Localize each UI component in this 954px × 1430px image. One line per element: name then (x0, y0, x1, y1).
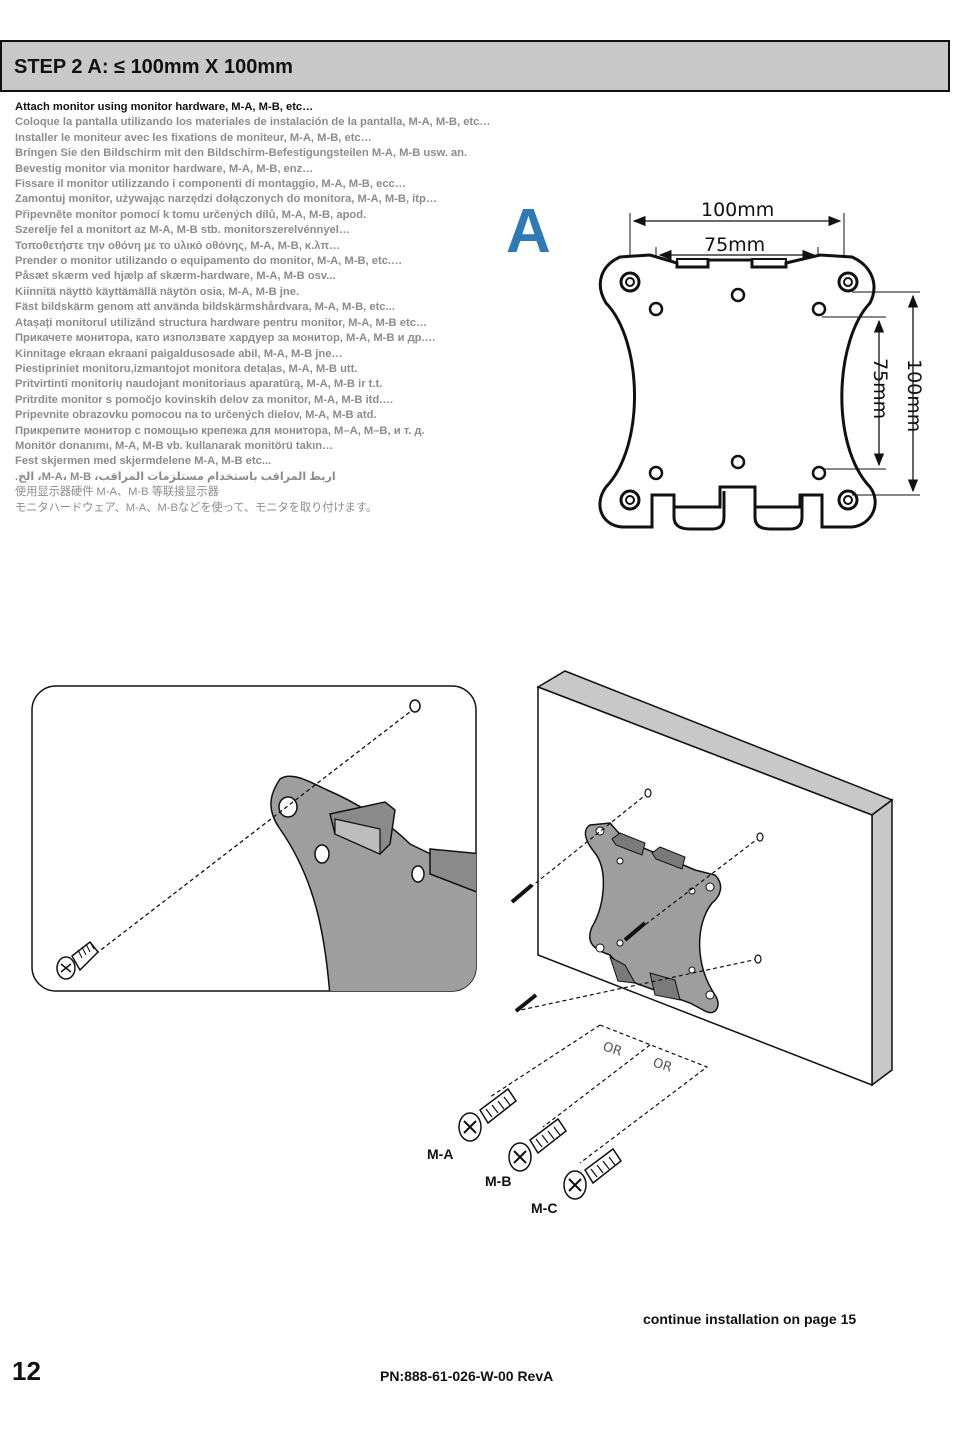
instruction-line: Szerelje fel a monitort az M-A, M-B stb.… (15, 224, 351, 237)
instruction-line: Připevněte monitor pomocí k tomu určenýc… (15, 208, 367, 221)
instruction-line: Påsæt skærm ved hjælp af skærm-hardware,… (15, 270, 336, 283)
instruction-line: Kinnitage ekraan ekraani paigaldusosade … (15, 347, 343, 360)
screw-m-c-icon (563, 1147, 623, 1200)
instruction-line: Atașați monitorul utilizând structura ha… (15, 316, 428, 329)
instruction-line: Pritrdite monitor s pomočjo kovinskih de… (15, 393, 394, 406)
instruction-line: モニタハードウェア、M-A、M-Bなどを使って、モニタを取り付けます。 (15, 501, 378, 514)
instruction-line: Fissare il monitor utilizzando i compone… (15, 178, 406, 191)
instruction-line: 使用显示器硬件 M-A、M-B 等联接显示器 (15, 486, 219, 499)
part-number: PN:888-61-026-W-00 RevA (380, 1368, 554, 1384)
instruction-line: Attach monitor using monitor hardware, M… (15, 101, 314, 113)
dim-inner-width: 75mm (704, 234, 765, 256)
dim-outer-height: 100mm (903, 359, 925, 432)
mounting-plate (598, 253, 877, 529)
installation-illustration: OR OR (458, 670, 894, 1200)
instruction-line: Bevestig monitor via monitor hardware, M… (15, 162, 314, 175)
page-number: 12 (12, 1356, 41, 1386)
vesa-plate-diagram: 100mm 75mm 75mm 100mm (598, 199, 925, 531)
screw-m-b-icon (508, 1117, 568, 1172)
screw-icon (510, 883, 647, 1013)
instruction-line: Coloque la pantalla utilizando los mater… (15, 116, 491, 129)
instruction-line: Zamontuj monitor, używając narzędzi dołą… (15, 193, 438, 206)
instructions-list: Attach monitor using monitor hardware, M… (15, 100, 575, 516)
dim-inner-height: 75mm (869, 358, 891, 419)
instruction-line: Prender o monitor utilizando o equipamen… (15, 255, 403, 268)
detail-view (31, 685, 477, 992)
instruction-line: Τοποθετήστε την οθόνη με το υλικό οθόνης… (15, 239, 341, 252)
instruction-line: Kiinnitä näyttö käyttämällä näytön osia,… (15, 285, 300, 298)
instruction-line: Monitör donanımı, M-A, M-B vb. kullanara… (15, 439, 334, 452)
instruction-line: اربط المراقب باستخدام مستلزمات المراقب، … (15, 470, 336, 483)
instruction-line: Прикачете монитора, като използвате хард… (15, 332, 436, 345)
step-header: STEP 2 A: ≤ 100mm X 100mm (0, 40, 950, 92)
instruction-line: Installer le moniteur avec les fixations… (15, 131, 372, 144)
instruction-line: Pripevnite obrazovku pomocou na to určen… (15, 409, 377, 422)
screw-m-a-icon (458, 1087, 518, 1142)
or-label-1: OR (601, 1040, 624, 1060)
step-title: STEP 2 A: ≤ 100mm X 100mm (14, 56, 293, 78)
instruction-line: Pritvirtinti monitorių naudojant monitor… (15, 378, 383, 391)
screw-label-m-c: M-C (531, 1200, 558, 1216)
dim-outer-width: 100mm (701, 199, 774, 221)
instruction-line: Piestipriniet monitoru,izmantojot monito… (15, 362, 358, 375)
instruction-line: Fäst bildskärm genom att använda bildskä… (15, 301, 395, 314)
diagram-a-label: A (506, 197, 551, 266)
screw-label-m-b: M-B (485, 1173, 512, 1189)
instruction-line: Прикрепите монитор с помощью крепежа для… (15, 424, 425, 437)
or-label-2: OR (651, 1056, 674, 1076)
screw-label-m-a: M-A (427, 1146, 454, 1162)
screw-icon (56, 940, 100, 980)
continue-note: continue installation on page 15 (643, 1311, 857, 1327)
instruction-line: Bringen Sie den Bildschirm mit den Bilds… (15, 147, 468, 160)
instruction-line: Fest skjermen med skjermdelene M-A, M-B … (15, 455, 272, 468)
